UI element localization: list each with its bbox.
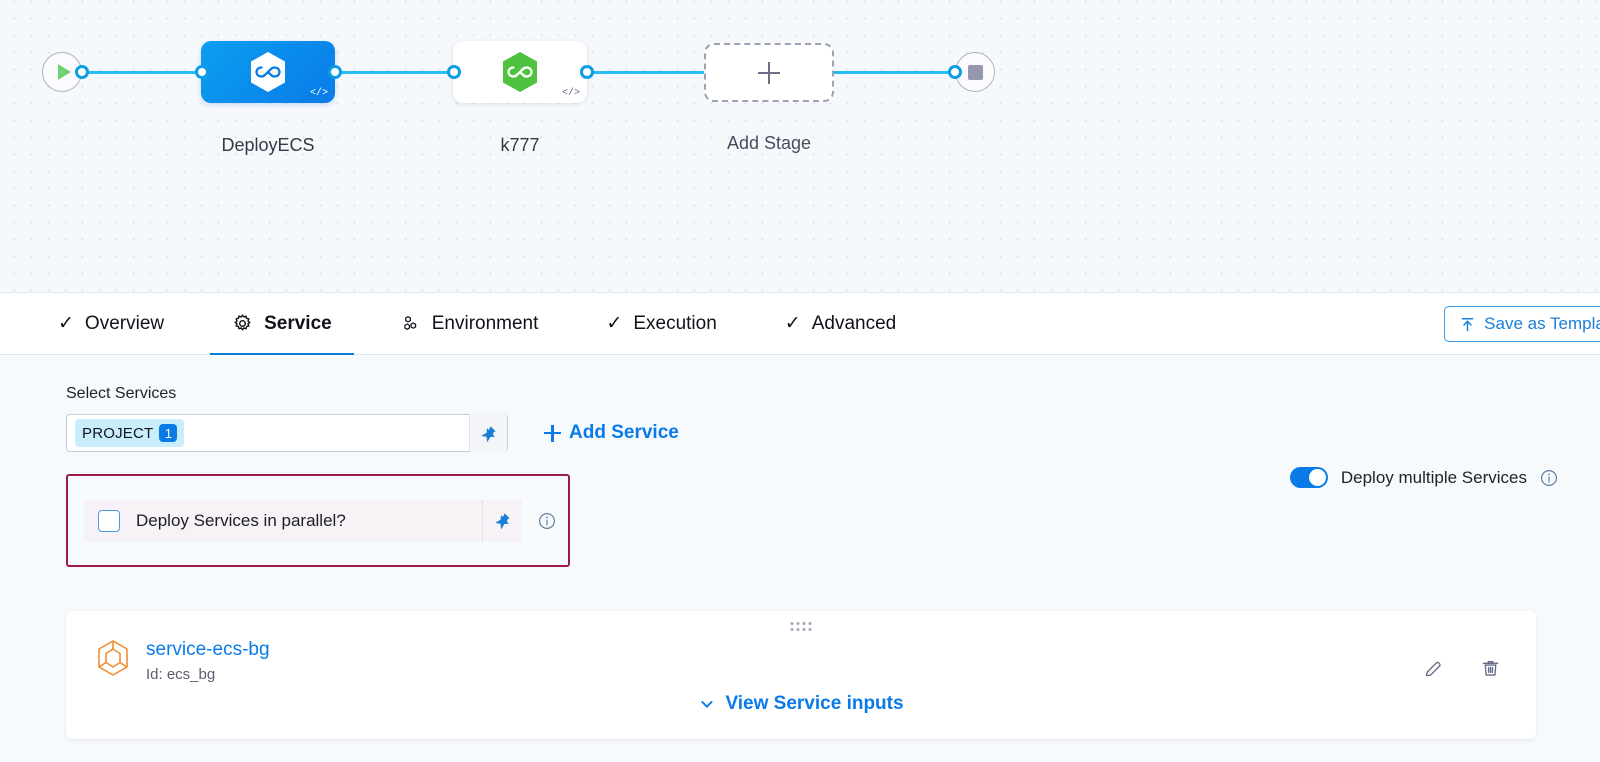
stage-config-tabs: ✓ Overview Service Environment ✓ Executi… <box>0 293 1600 356</box>
service-card[interactable]: service-ecs-bg Id: ecs_bg View Serv <box>66 611 1536 739</box>
deploy-parallel-highlight: Deploy Services in parallel? <box>66 474 570 567</box>
play-icon <box>57 64 71 80</box>
deploy-parallel-field[interactable]: Deploy Services in parallel? <box>84 499 522 542</box>
selected-service-count-badge: 1 <box>159 424 178 442</box>
connector-dot-stage2-in[interactable] <box>447 65 461 79</box>
connector-dot-stage1-in[interactable] <box>195 65 209 79</box>
add-stage-label: Add Stage <box>726 133 812 153</box>
harness-infinity-icon <box>251 52 285 92</box>
hex-cluster-icon <box>404 315 416 330</box>
service-id-text: Id: ecs_bg <box>146 665 216 683</box>
plus-icon <box>758 61 780 84</box>
stage-code-icon[interactable]: </> <box>561 88 580 99</box>
add-service-label: Add Service <box>569 422 679 443</box>
tab-label: Overview <box>84 312 165 334</box>
gear-icon <box>234 314 251 331</box>
connector-dot-stage1-out[interactable] <box>328 65 342 79</box>
add-stage-button[interactable] <box>704 43 834 102</box>
select-services-row: PROJECT 1 Add Service <box>66 414 1600 452</box>
deploy-parallel-pin-button[interactable] <box>482 499 522 542</box>
selected-service-tag[interactable]: PROJECT 1 <box>75 419 185 447</box>
hexagon-cube-icon <box>98 640 128 676</box>
check-icon: ✓ <box>606 313 623 334</box>
chevron-down-icon <box>701 700 713 708</box>
pin-icon <box>495 513 510 529</box>
plus-icon <box>544 424 561 442</box>
deploy-multiple-services-row: Deploy multiple Services <box>1289 467 1558 488</box>
tab-overview[interactable]: ✓ Overview <box>36 293 186 355</box>
selected-service-tag-label: PROJECT <box>82 424 154 442</box>
select-services-title: Select Services <box>66 385 177 402</box>
pipeline-stage-deployecs[interactable]: </> <box>201 41 335 103</box>
services-pin-button[interactable] <box>469 414 507 452</box>
drag-dots-icon[interactable] <box>790 622 812 631</box>
check-icon: ✓ <box>784 313 801 334</box>
deploy-parallel-info-button[interactable] <box>538 512 556 530</box>
tab-environment[interactable]: Environment <box>378 293 561 355</box>
connector-dot-start[interactable] <box>75 65 89 79</box>
connector-stage1-to-stage2 <box>330 71 465 74</box>
tab-execution[interactable]: ✓ Execution <box>584 293 738 355</box>
tab-label: Execution <box>633 312 717 334</box>
service-card-main: service-ecs-bg Id: ecs_bg <box>96 639 270 683</box>
tab-label: Service <box>264 312 332 334</box>
service-card-text: service-ecs-bg Id: ecs_bg <box>146 639 270 683</box>
harness-infinity-icon <box>503 52 537 92</box>
add-service-button[interactable]: Add Service <box>544 422 679 444</box>
deploy-multiple-services-label: Deploy multiple Services <box>1340 467 1527 487</box>
tab-label: Advanced <box>811 312 897 334</box>
pipeline-start-node[interactable] <box>42 52 82 92</box>
connector-dot-stage2-out[interactable] <box>580 65 594 79</box>
service-name-link[interactable]: service-ecs-bg <box>146 639 270 660</box>
view-service-inputs-button[interactable]: View Service inputs <box>698 693 904 715</box>
tab-service[interactable]: Service <box>210 293 354 356</box>
connector-stage2-to-addstage <box>582 71 717 74</box>
tab-label: Environment <box>431 312 539 334</box>
check-icon: ✓ <box>58 313 74 334</box>
deploy-parallel-label: Deploy Services in parallel? <box>136 510 346 530</box>
trash-icon[interactable] <box>1479 657 1502 680</box>
services-multiselect[interactable]: PROJECT 1 <box>66 414 508 452</box>
deploy-parallel-checkbox[interactable] <box>98 509 120 532</box>
save-as-template-label: Save as Template <box>1484 314 1600 333</box>
arrow-to-top-icon <box>1461 317 1474 331</box>
service-tab-panel: Select Services PROJECT 1 Add Service De… <box>0 355 1600 762</box>
pipeline-canvas[interactable]: </> </> DeployECS k777 Add Stage <box>0 0 1600 293</box>
pin-icon <box>481 426 496 442</box>
deploy-multiple-services-toggle[interactable] <box>1289 467 1328 488</box>
save-as-template-button[interactable]: Save as Template <box>1444 306 1600 342</box>
info-icon[interactable] <box>1540 469 1558 487</box>
connector-dot-end[interactable] <box>948 65 962 79</box>
stop-icon <box>967 64 983 80</box>
view-service-inputs-label: View Service inputs <box>725 693 904 714</box>
stage-label-deployecs: DeployECS <box>221 135 315 155</box>
info-icon <box>539 512 555 529</box>
tab-advanced[interactable]: ✓ Advanced <box>763 293 918 355</box>
pencil-icon[interactable] <box>1422 657 1445 680</box>
pipeline-stage-k777[interactable]: </> <box>453 41 587 103</box>
stage-code-icon[interactable]: </> <box>309 88 328 99</box>
connector-addstage-to-end <box>828 71 968 74</box>
stage-label-k777: k777 <box>500 135 540 155</box>
connector-start-to-stage1 <box>80 71 215 74</box>
service-card-actions <box>1422 657 1502 680</box>
